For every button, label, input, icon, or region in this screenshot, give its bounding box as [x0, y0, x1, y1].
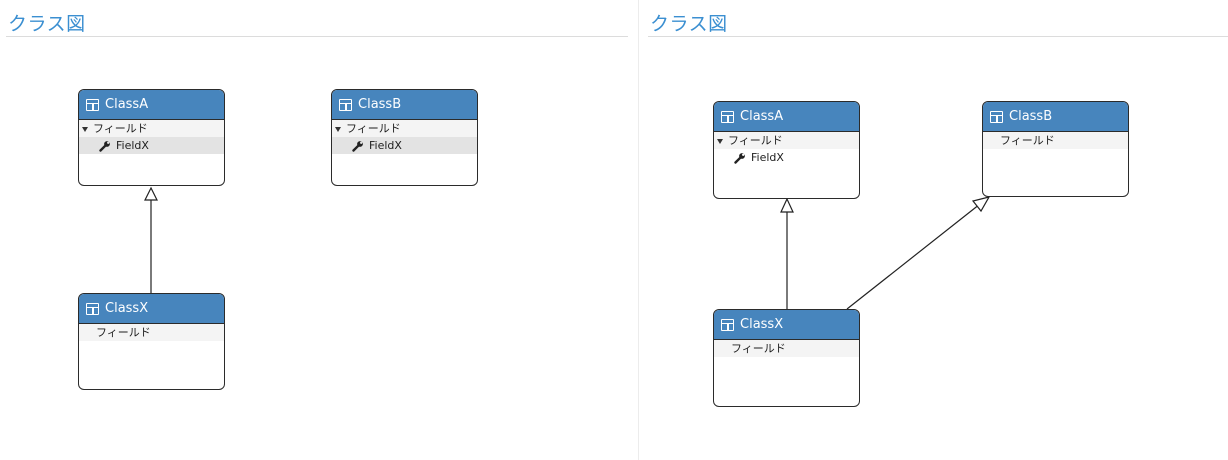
class-box-classx[interactable]: ClassX フィールド — [78, 293, 225, 390]
compartment-label: フィールド — [731, 342, 786, 355]
class-icon — [721, 318, 734, 331]
class-header[interactable]: ClassB — [332, 90, 477, 120]
class-box-classa[interactable]: ClassA フィールド FieldX — [78, 89, 225, 186]
class-header[interactable]: ClassB — [983, 102, 1128, 132]
field-row[interactable]: FieldX — [332, 137, 477, 154]
wrench-icon — [352, 140, 363, 152]
class-header[interactable]: ClassX — [714, 310, 859, 340]
class-icon — [86, 302, 99, 315]
chevron-down-icon[interactable] — [335, 126, 341, 132]
class-name: ClassX — [740, 317, 784, 332]
wrench-icon — [99, 140, 110, 152]
compartment-label: フィールド — [1000, 134, 1055, 147]
title-divider — [6, 36, 628, 37]
title-divider — [648, 36, 1228, 37]
chevron-down-icon[interactable] — [717, 138, 723, 144]
inheritance-arrowhead — [780, 197, 794, 213]
left-diagram-panel: クラス図 ClassA フィールド FieldX ClassB — [6, 13, 628, 390]
class-box-classb[interactable]: ClassB フィールド — [982, 101, 1129, 197]
wrench-icon — [734, 152, 745, 164]
fields-compartment-header[interactable]: フィールド — [714, 132, 859, 149]
class-name: ClassA — [105, 97, 149, 112]
fields-compartment-header[interactable]: フィールド — [332, 120, 477, 137]
chevron-down-icon[interactable] — [82, 126, 88, 132]
compartment-label: フィールド — [96, 326, 151, 339]
class-name: ClassA — [740, 109, 784, 124]
class-box-classb[interactable]: ClassB フィールド FieldX — [331, 89, 478, 186]
class-icon — [990, 110, 1003, 123]
fields-compartment-header[interactable]: フィールド — [714, 340, 859, 357]
fields-compartment-header[interactable]: フィールド — [983, 132, 1128, 149]
panel-divider — [638, 0, 639, 460]
class-name: ClassB — [358, 97, 402, 112]
class-box-classa[interactable]: ClassA フィールド FieldX — [713, 101, 860, 199]
field-name: FieldX — [751, 151, 784, 164]
inheritance-arrowhead — [971, 196, 991, 213]
class-icon — [339, 98, 352, 111]
compartment-label: フィールド — [346, 122, 401, 135]
field-row[interactable]: FieldX — [714, 149, 859, 166]
diagram-title: クラス図 — [650, 13, 728, 35]
field-name: FieldX — [116, 139, 149, 152]
class-header[interactable]: ClassX — [79, 294, 224, 324]
class-header[interactable]: ClassA — [714, 102, 859, 132]
diagram-title: クラス図 — [8, 13, 86, 35]
inheritance-arrowhead — [144, 186, 158, 201]
right-diagram-panel: クラス図 ClassA フィールド FieldX ClassB — [640, 0, 1228, 460]
fields-compartment-header[interactable]: フィールド — [79, 324, 224, 341]
connector-layer — [144, 186, 158, 293]
connector-layer — [780, 196, 991, 310]
inheritance-line-classx-classb[interactable] — [846, 203, 981, 310]
class-icon — [86, 98, 99, 111]
class-name: ClassB — [1009, 109, 1053, 124]
fields-compartment-header[interactable]: フィールド — [79, 120, 224, 137]
class-name: ClassX — [105, 301, 149, 316]
class-box-classx[interactable]: ClassX フィールド — [713, 309, 860, 407]
class-header[interactable]: ClassA — [79, 90, 224, 120]
compartment-label: フィールド — [93, 122, 148, 135]
class-icon — [721, 110, 734, 123]
compartment-label: フィールド — [728, 134, 783, 147]
field-row[interactable]: FieldX — [79, 137, 224, 154]
field-name: FieldX — [369, 139, 402, 152]
